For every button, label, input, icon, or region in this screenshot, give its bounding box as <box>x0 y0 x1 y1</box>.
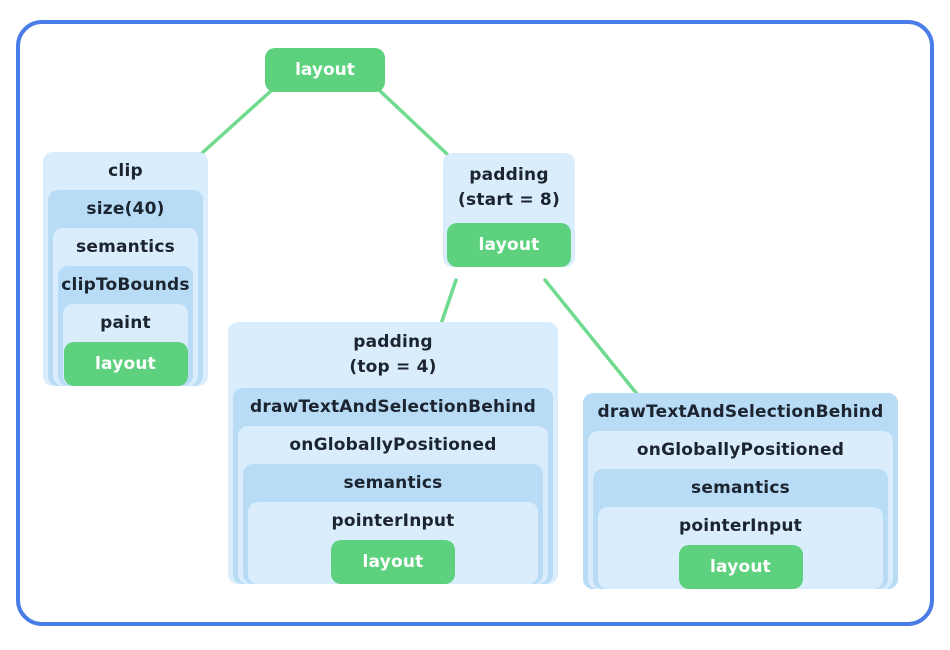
chip-paint: paint layout <box>63 304 188 386</box>
chip-pointerinput: pointerInput layout <box>248 502 538 584</box>
chip-label-semantics: semantics <box>691 478 790 498</box>
padding-top-line1: padding <box>353 332 433 352</box>
padding-start-line2: (start = 8) <box>458 190 560 210</box>
padding-start-line1: padding <box>469 165 549 185</box>
chip-pointerinput: pointerInput layout <box>598 507 883 589</box>
edge-padding-start-to-drawtext <box>543 278 639 396</box>
chip-ongloballypositioned: onGloballyPositioned semantics pointerIn… <box>238 426 548 584</box>
node-padding-top: padding (top = 4) drawTextAndSelectionBe… <box>228 322 558 589</box>
chip-cliptobounds: clipToBounds paint layout <box>58 266 193 386</box>
chip-label-cliptobounds: clipToBounds <box>61 275 190 295</box>
chip-label-clip: clip <box>108 161 143 181</box>
chip-padding-top: padding (top = 4) drawTextAndSelectionBe… <box>228 322 558 584</box>
chip-semantics: semantics clipToBounds paint layout <box>53 228 198 386</box>
chip-size: size(40) semantics clipToBounds paint la… <box>48 190 203 386</box>
padding-top-line2: (top = 4) <box>349 357 437 377</box>
chip-label-pointerinput: pointerInput <box>331 511 455 531</box>
chip-drawtext: drawTextAndSelectionBehind onGloballyPos… <box>583 393 898 589</box>
node-root-layout: layout <box>265 48 385 92</box>
edge-root-to-clip <box>199 88 274 156</box>
chip-label-paint: paint <box>100 313 151 333</box>
chip-label-padding-start: padding (start = 8) <box>443 153 575 223</box>
chip-semantics: semantics pointerInput layout <box>593 469 888 589</box>
node-padding-start: padding (start = 8) layout <box>443 153 575 281</box>
node-clip: clip size(40) semantics clipToBounds pai… <box>43 152 208 391</box>
chip-padding-start: padding (start = 8) layout <box>443 153 575 267</box>
chip-label-ongloballypositioned: onGloballyPositioned <box>289 435 497 455</box>
leaf-layout: layout <box>331 540 455 584</box>
leaf-layout: layout <box>678 545 803 589</box>
chip-label-pointerinput: pointerInput <box>678 516 803 536</box>
chip-ongloballypositioned: onGloballyPositioned semantics pointerIn… <box>588 431 893 589</box>
chip-label-drawtext: drawTextAndSelectionBehind <box>250 397 536 417</box>
leaf-layout: layout <box>447 223 571 267</box>
chip-label-size: size(40) <box>86 199 165 219</box>
chip-label-ongloballypositioned: onGloballyPositioned <box>636 440 845 460</box>
chip-semantics: semantics pointerInput layout <box>243 464 543 584</box>
node-drawtext: drawTextAndSelectionBehind onGloballyPos… <box>583 393 898 594</box>
chip-label-drawtext: drawTextAndSelectionBehind <box>597 402 884 422</box>
edge-padding-start-to-padding-top <box>439 278 458 326</box>
chip-drawtext: drawTextAndSelectionBehind onGloballyPos… <box>233 388 553 584</box>
chip-label-semantics: semantics <box>343 473 443 493</box>
chip-label-padding-top: padding (top = 4) <box>228 322 558 388</box>
chip-clip: clip size(40) semantics clipToBounds pai… <box>43 152 208 386</box>
chip-label-semantics: semantics <box>76 237 175 257</box>
edge-root-to-padding-start <box>377 88 449 156</box>
leaf-layout: layout <box>63 342 188 386</box>
